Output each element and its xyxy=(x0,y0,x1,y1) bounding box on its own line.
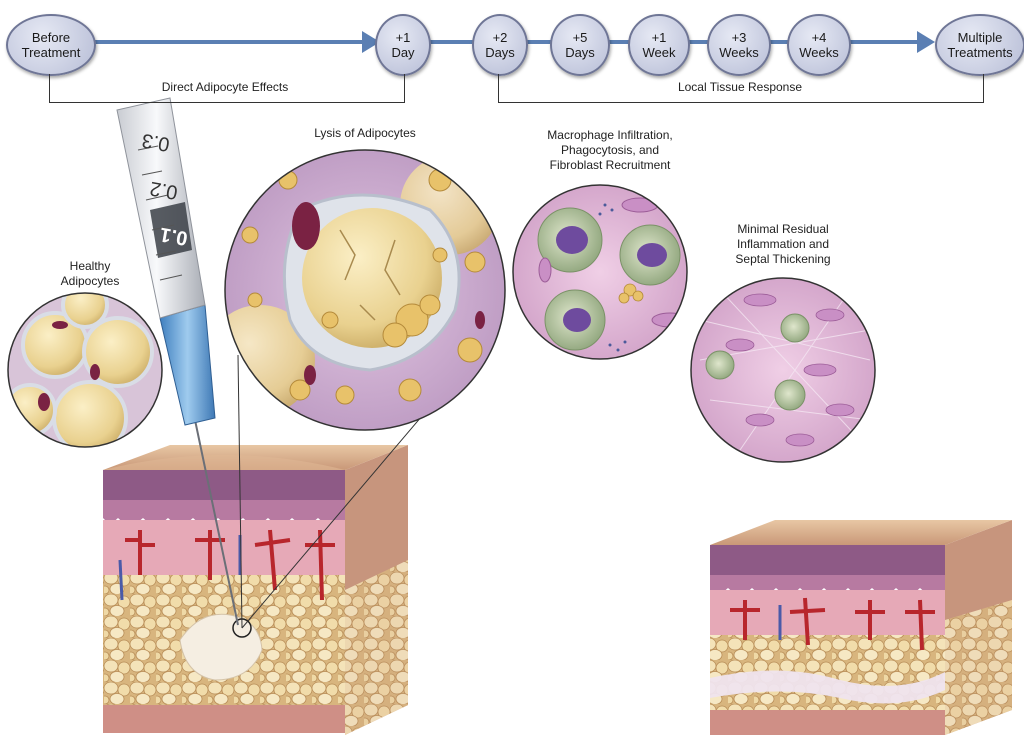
macrophage-circle xyxy=(512,184,688,360)
timeline-node-3-weeks: +3 Weeks xyxy=(707,14,771,76)
label-lysis: Lysis of Adipocytes xyxy=(290,126,440,141)
node-label-line1: Before xyxy=(31,30,71,45)
node-label-line2: Treatment xyxy=(21,45,81,60)
healthy-adipocytes-circle xyxy=(7,292,163,448)
syringe-mark-01: 0.1 xyxy=(158,222,190,250)
timeline-node-1-week: +1 Week xyxy=(628,14,690,76)
timeline-node-multiple-treatments: Multiple Treatments xyxy=(935,14,1024,76)
bracket-direct-effects xyxy=(49,74,405,103)
label-healthy-adipocytes: Healthy Adipocytes xyxy=(40,259,140,289)
label-line1: Macrophage Infiltration, xyxy=(547,128,673,142)
skin-block-after xyxy=(710,520,1012,735)
timeline-node-1-day: +1 Day xyxy=(375,14,431,76)
node-label-line2: Days xyxy=(565,45,595,60)
node-label-line1: +3 xyxy=(731,30,747,45)
syringe-mark-02: 0.2 xyxy=(148,176,180,204)
node-label-line2: Weeks xyxy=(719,45,759,60)
timeline-node-2-days: +2 Days xyxy=(472,14,528,76)
node-label-line2: Day xyxy=(391,45,415,60)
timeline-node-before-treatment: Before Treatment xyxy=(6,14,96,76)
syringe xyxy=(116,97,239,626)
timeline-node-4-weeks: +4 Weeks xyxy=(787,14,851,76)
timeline-node-5-days: +5 Days xyxy=(550,14,610,76)
label-line3: Fibroblast Recruitment xyxy=(549,158,671,172)
label-line1: Minimal Residual xyxy=(737,222,829,236)
node-label-line1: +5 xyxy=(572,30,588,45)
node-label-line1: +1 xyxy=(651,30,667,45)
node-label-line1: +1 xyxy=(395,30,411,45)
phase-label-local: Local Tissue Response xyxy=(677,80,803,94)
syringe-mark-03: 0.3 xyxy=(140,128,172,156)
node-label-line1: Multiple xyxy=(957,30,1003,45)
node-label-line2: Weeks xyxy=(799,45,839,60)
node-label-line2: Treatments xyxy=(947,45,1013,60)
node-label-line1: +2 xyxy=(492,30,508,45)
node-label-line2: Days xyxy=(485,45,515,60)
label-line1: Healthy xyxy=(69,259,111,273)
label-line2: Inflammation and xyxy=(736,237,830,251)
node-label-line1: +4 xyxy=(811,30,827,45)
residual-inflammation-circle xyxy=(690,277,876,463)
label-line2: Phagocytosis, and xyxy=(560,143,660,157)
skin-block-before xyxy=(103,445,408,735)
lysis-circle xyxy=(224,149,506,431)
label-line1: Lysis of Adipocytes xyxy=(314,126,416,140)
node-label-line2: Week xyxy=(642,45,676,60)
bracket-local-response xyxy=(498,74,984,103)
label-residual: Minimal Residual Inflammation and Septal… xyxy=(708,222,858,267)
phase-label-direct: Direct Adipocyte Effects xyxy=(161,80,289,94)
label-line3: Septal Thickening xyxy=(735,252,831,266)
label-line2: Adipocytes xyxy=(60,274,120,288)
label-macrophage: Macrophage Infiltration, Phagocytosis, a… xyxy=(520,128,700,173)
